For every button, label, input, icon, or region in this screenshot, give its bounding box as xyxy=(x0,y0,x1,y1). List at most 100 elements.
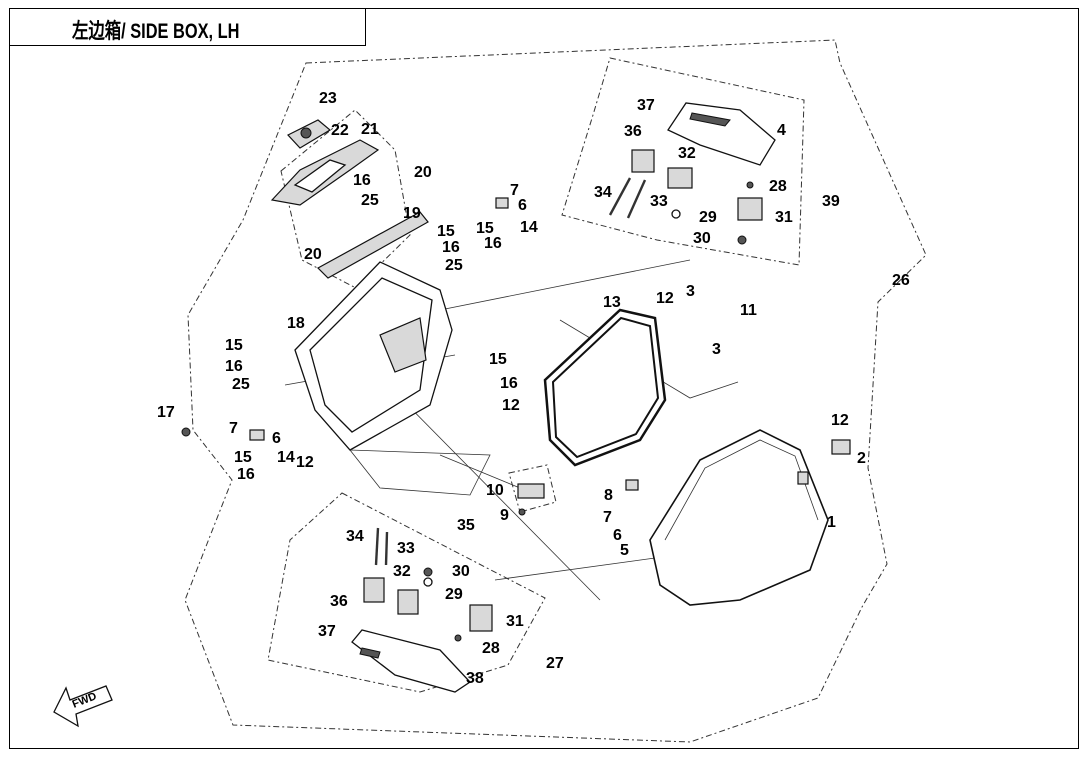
callout-12: 12 xyxy=(656,290,674,307)
handle-grip xyxy=(293,159,347,193)
callout-37: 37 xyxy=(637,97,655,114)
bracket-2 xyxy=(831,439,851,455)
callout-29: 29 xyxy=(699,209,717,226)
callout-2: 2 xyxy=(857,450,866,467)
callout-37: 37 xyxy=(318,623,336,640)
lock-cover-slot xyxy=(689,112,731,127)
callout-12: 12 xyxy=(502,397,520,414)
callout-11: 11 xyxy=(740,302,757,319)
title-box: 左边箱/ SIDE BOX, LH xyxy=(9,8,366,46)
callout-39: 39 xyxy=(822,193,840,210)
callout-32: 32 xyxy=(678,145,696,162)
main-group-outline xyxy=(184,39,927,743)
callout-38: 38 xyxy=(466,670,484,687)
lock-bracket-32b xyxy=(397,589,419,615)
lock-cylinder-36b xyxy=(363,577,385,603)
callout-15: 15 xyxy=(489,351,507,368)
callout-1: 1 xyxy=(827,514,836,531)
callout-29: 29 xyxy=(445,586,463,603)
callout-6: 6 xyxy=(613,527,622,544)
clip-8 xyxy=(625,479,639,491)
callout-35: 35 xyxy=(457,517,475,534)
callout-32: 32 xyxy=(393,563,411,580)
callout-20: 20 xyxy=(414,164,432,181)
callout-16: 16 xyxy=(484,235,502,252)
callout-12: 12 xyxy=(831,412,849,429)
box-mount-frame xyxy=(349,449,491,496)
washer-29 xyxy=(671,209,681,219)
callout-15: 15 xyxy=(437,223,455,240)
clip-7 xyxy=(249,429,265,441)
callout-34: 34 xyxy=(594,184,612,201)
callout-5: 5 xyxy=(620,542,629,559)
leader-line xyxy=(494,557,656,581)
lock-latch-31 xyxy=(737,197,763,221)
callout-6: 6 xyxy=(518,197,527,214)
callout-28: 28 xyxy=(482,640,500,657)
lock-latch-31b xyxy=(469,604,493,632)
drawing-frame xyxy=(9,8,1079,749)
leader-line xyxy=(439,454,521,489)
callout-14: 14 xyxy=(520,219,538,236)
hinge-plate-10 xyxy=(517,483,545,499)
lid-tab xyxy=(797,471,809,485)
callout-4: 4 xyxy=(777,122,786,139)
callout-33: 33 xyxy=(650,193,668,210)
screw-17 xyxy=(181,427,191,437)
screw-28 xyxy=(746,181,754,189)
lock-cover-bottom xyxy=(351,629,471,693)
clip-7b xyxy=(495,197,509,209)
callout-22: 22 xyxy=(331,122,349,139)
callout-3: 3 xyxy=(686,283,695,300)
callout-33: 33 xyxy=(397,540,415,557)
callout-3: 3 xyxy=(712,341,721,358)
callout-16: 16 xyxy=(353,172,371,189)
callout-19: 19 xyxy=(403,205,421,222)
callout-9: 9 xyxy=(500,507,509,524)
callout-25: 25 xyxy=(232,376,250,393)
callout-34: 34 xyxy=(346,528,364,545)
callout-10: 10 xyxy=(486,482,504,499)
seal-ring-inner xyxy=(551,316,660,459)
bottom-lock-group-outline xyxy=(267,492,546,693)
callout-15: 15 xyxy=(476,220,494,237)
callout-31: 31 xyxy=(775,209,793,226)
hinge-rail xyxy=(317,211,429,279)
lock-rod-34 xyxy=(608,177,632,216)
box-lid xyxy=(649,429,829,606)
callout-21: 21 xyxy=(361,121,379,138)
lock-cover-bottom-slot xyxy=(359,647,381,659)
top-lock-group-outline xyxy=(561,57,805,266)
lock-rod-34b xyxy=(374,527,380,566)
callout-28: 28 xyxy=(769,178,787,195)
lock-cylinder-36 xyxy=(631,149,655,173)
callout-20: 20 xyxy=(304,246,322,263)
callout-13: 13 xyxy=(603,294,621,311)
fwd-arrow-icon: FWD xyxy=(53,685,113,728)
lock-rod-33b xyxy=(384,531,389,566)
callout-7: 7 xyxy=(603,509,612,526)
lock-bracket-32 xyxy=(667,167,693,189)
callout-group: 23 22 21 16 25 20 19 20 7 6 15 14 16 15 … xyxy=(157,90,910,687)
callout-16: 16 xyxy=(442,239,460,256)
callout-31: 31 xyxy=(506,613,524,630)
callout-36: 36 xyxy=(624,123,642,140)
handle-group-outline xyxy=(280,109,411,289)
callout-36: 36 xyxy=(330,593,348,610)
hinge-bracket-outline xyxy=(508,464,557,513)
callout-16: 16 xyxy=(225,358,243,375)
callout-18: 18 xyxy=(287,315,305,332)
screw-28b xyxy=(454,634,462,642)
callout-12: 12 xyxy=(296,454,314,471)
callout-27: 27 xyxy=(546,655,564,672)
callout-16: 16 xyxy=(237,466,255,483)
screw-9 xyxy=(518,508,526,516)
callout-14: 14 xyxy=(277,449,295,466)
callout-25: 25 xyxy=(361,192,379,209)
box-inner-recess xyxy=(379,317,427,373)
callout-26: 26 xyxy=(892,272,910,289)
lock-rod-33 xyxy=(626,179,647,219)
washer-29b xyxy=(423,577,433,587)
callout-7: 7 xyxy=(510,182,519,199)
